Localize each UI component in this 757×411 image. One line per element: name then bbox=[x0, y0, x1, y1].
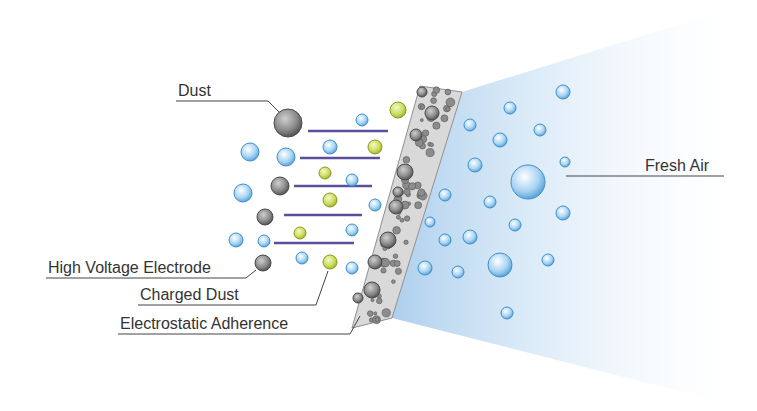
dust-speck bbox=[371, 299, 374, 302]
dust-label: Dust bbox=[178, 81, 211, 100]
dust-speck bbox=[373, 316, 381, 324]
dust-speck bbox=[396, 215, 400, 219]
dust-speck bbox=[394, 261, 400, 267]
dust-speck bbox=[404, 216, 409, 221]
dust-speck bbox=[403, 157, 410, 164]
leader-lines bbox=[46, 101, 724, 334]
adhered-dust bbox=[367, 87, 454, 324]
high-voltage-electrodes bbox=[274, 131, 388, 243]
dust-speck bbox=[393, 254, 398, 259]
dust-speck bbox=[433, 87, 440, 94]
dust-speck bbox=[445, 89, 451, 95]
dust-speck bbox=[374, 312, 377, 315]
dust-speck bbox=[409, 183, 416, 190]
dust-speck bbox=[382, 309, 390, 317]
fresh-air-label: Fresh Air bbox=[645, 156, 709, 175]
dust-speck bbox=[418, 189, 425, 196]
dust-particles bbox=[255, 87, 439, 303]
fresh-air-flow bbox=[392, 0, 757, 411]
dust-speck bbox=[404, 240, 408, 244]
dust-speck bbox=[395, 268, 401, 274]
dust-speck bbox=[446, 98, 455, 107]
dust-speck bbox=[393, 227, 401, 235]
dust-speck bbox=[367, 311, 373, 317]
dust-speck bbox=[431, 98, 437, 104]
dust-speck bbox=[404, 189, 410, 195]
dust-speck bbox=[441, 115, 448, 122]
charged-dust-particles bbox=[294, 102, 406, 269]
dust-speck bbox=[400, 218, 404, 222]
electrode-label: High Voltage Electrode bbox=[48, 258, 211, 277]
dust-speck bbox=[446, 107, 450, 111]
filter-plate bbox=[352, 86, 462, 328]
dust-speck bbox=[418, 104, 424, 110]
charged-dust-label: Charged Dust bbox=[140, 285, 239, 304]
air-bubbles bbox=[229, 85, 570, 319]
dust-speck bbox=[420, 119, 423, 122]
dust-speck bbox=[426, 149, 434, 157]
adherence-label: Electrostatic Adherence bbox=[120, 314, 288, 333]
dust-speck bbox=[433, 122, 440, 129]
dust-speck bbox=[375, 318, 379, 322]
dust-speck bbox=[381, 268, 386, 273]
dust-speck bbox=[394, 188, 403, 197]
dust-speck bbox=[377, 298, 383, 304]
dust-speck bbox=[421, 105, 425, 109]
dust-speck bbox=[392, 280, 396, 284]
dust-speck bbox=[430, 143, 434, 147]
dust-speck bbox=[415, 202, 422, 209]
